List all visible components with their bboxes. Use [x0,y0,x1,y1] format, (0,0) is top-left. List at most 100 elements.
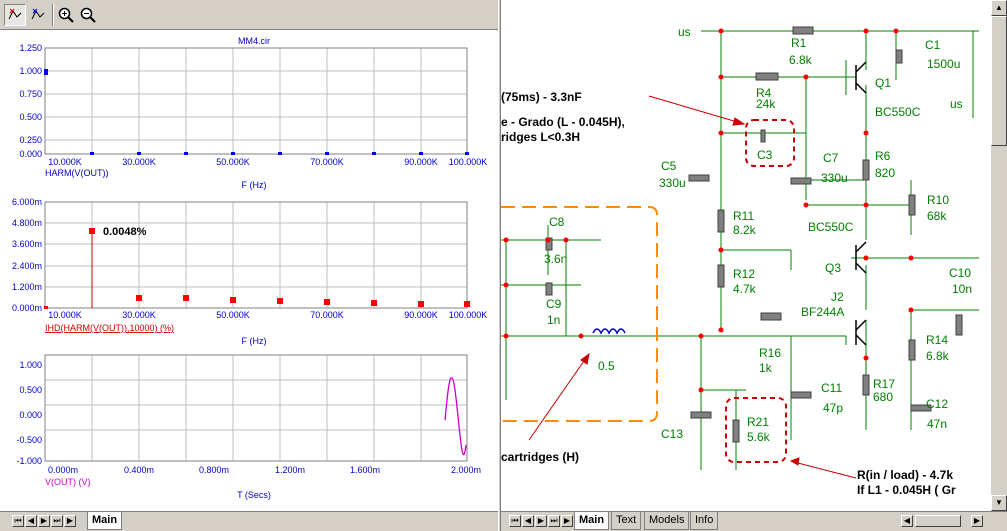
r10-label: R10 [927,193,949,207]
end-page-button[interactable]: ▶ [64,515,76,527]
plot3-xtick: 1.600m [350,465,380,475]
r12-label: R12 [733,267,755,281]
c1-capacitor [895,49,903,64]
c7-value: 330u [821,171,848,185]
us-label: us [678,25,691,39]
zoom-in-button[interactable] [55,4,77,26]
l1-value: 0.5 [598,359,615,373]
schematic-canvas: us us R1 6.8k C1 1500u R4 24k Q1 BC550C … [501,25,979,497]
c5-value: 330u [659,176,686,190]
zoom-in-icon [58,7,74,23]
q3-label: Q3 [825,261,841,275]
hscroll-right-arrow[interactable]: ▶ [971,515,983,527]
plot2-trace-label[interactable]: IHD(HARM(V(OUT)),10000) (%) [45,323,174,333]
analysis-plot-pane: MM4.cir 1.250 1.000 0.750 0.500 0.250 0.… [0,0,498,531]
prev-page-button[interactable]: ◀ [25,515,37,527]
c5-capacitor [688,174,710,182]
r11-value: 8.2k [733,223,757,237]
c12-label: C12 [926,397,948,411]
schematic-tabbar: ⏮ ◀ ▶ ⏭ ▶ Main Text Models Info ◀ ▶ [501,511,1007,531]
note-line: ridges L<0.3H [501,130,580,144]
next-page-button[interactable]: ▶ [38,515,50,527]
c11-capacitor [790,391,812,399]
trace-cursor-button[interactable] [4,4,26,26]
end-page-button[interactable]: ▶ [561,515,573,527]
plot2-grid [45,201,467,308]
note-line: e - Grado (L - 0.045H), [501,115,625,129]
c5-label: C5 [661,159,677,173]
plot3-xtick: 1.200m [275,465,305,475]
first-page-button[interactable]: ⏮ [509,515,521,527]
last-page-button[interactable]: ⏭ [51,515,63,527]
tab-main[interactable]: Main [574,512,610,530]
c8-label: C8 [549,215,565,229]
vout-waveform [444,377,467,456]
c10-value: 10n [952,282,972,296]
zoom-out-button[interactable] [77,4,99,26]
plot1-ytick: 0.500 [19,112,42,122]
r16-value: 1k [759,361,773,375]
plot2-xtick: 50.000K [216,310,250,320]
q1-type: BC550C [875,105,921,119]
plot2-ytick: 1.200m [12,282,42,292]
trace-tip-icon [31,8,45,20]
junction-dots [503,28,914,393]
us-label: us [950,97,963,111]
r4-value: 24k [756,97,776,111]
schematic-pane: us us R1 6.8k C1 1500u R4 24k Q1 BC550C … [501,0,1007,531]
tab-info[interactable]: Info [690,512,719,530]
c9-value: 1n [547,313,560,327]
scroll-up-arrow[interactable]: ▲ [991,0,1007,16]
tab-text[interactable]: Text [611,512,642,530]
plot2-ytick: 2.400m [12,261,42,271]
plot2-x-label: F (Hz) [242,336,267,346]
tab-models[interactable]: Models [644,512,690,530]
plot3-xtick: 0.000m [48,465,78,475]
c10-label: C10 [949,266,971,280]
plot3-frame [44,354,468,462]
plot2-xtick: 90.000K [404,310,438,320]
plot1-trace-label[interactable]: HARM(V(OUT)) [45,168,109,178]
prev-page-button[interactable]: ◀ [522,515,534,527]
r16-label: R16 [759,346,781,360]
r12-resistor [717,264,725,288]
pane-splitter[interactable] [498,0,501,531]
tab-main[interactable]: Main [87,512,123,530]
trace-tip-button[interactable] [27,4,49,26]
next-page-button[interactable]: ▶ [535,515,547,527]
plot3-grid [45,354,467,461]
plot3-xtick: 0.400m [124,465,154,475]
c12-value: 47n [927,417,947,431]
c9-label: C9 [546,297,562,311]
r16-resistor [760,312,782,321]
r11-resistor [717,209,725,233]
scroll-thumb[interactable] [991,16,1007,146]
plot1-ytick: 0.750 [19,89,42,99]
plot3-x-label: T (Secs) [237,490,271,500]
c8-value: 3.6n [544,252,567,266]
c10-capacitor [955,314,963,336]
plot2-xtick: 100.000K [449,310,488,320]
r17-value: 680 [873,390,893,404]
plot3-xtick: 2.000m [451,465,481,475]
plot3-ytick: -0.500 [16,435,42,445]
r10-resistor [908,194,916,216]
first-page-button[interactable]: ⏮ [12,515,24,527]
plot2-points [44,228,470,309]
r1-resistor [792,26,814,35]
plot3-ytick: -1.000 [16,456,42,466]
bc550c-label: BC550C [808,220,854,234]
scroll-down-arrow[interactable]: ▼ [991,495,1007,511]
r14-value: 6.8k [926,349,950,363]
hscroll-thumb[interactable] [915,515,961,527]
plot3-trace-label[interactable]: V(OUT) (V) [45,477,91,487]
r4-resistor [755,72,779,81]
schematic-vscrollbar[interactable]: ▲ ▼ [991,0,1007,511]
plot2-ytick: 6.000m [12,197,42,207]
note-line: (75ms) - 3.3nF [501,90,582,104]
plot1-ytick: 0.250 [19,135,42,145]
hscroll-left-arrow[interactable]: ◀ [901,515,913,527]
last-page-button[interactable]: ⏭ [548,515,560,527]
plot2-xtick: 10.000K [48,310,82,320]
plot-toolbar [0,0,498,30]
